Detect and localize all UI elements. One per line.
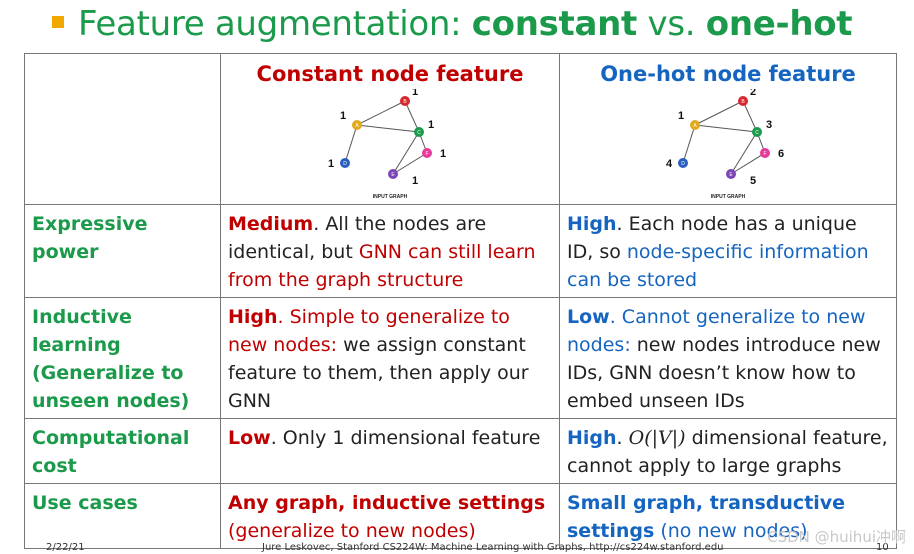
highlight-text: (no new nodes): [654, 520, 808, 542]
graph-node-c: [414, 127, 424, 137]
rating-text: Small graph, transductive settings: [567, 492, 846, 542]
graph-node-feature-label: 1: [412, 175, 418, 187]
body-text: . Each node has a unique ID, so: [567, 213, 857, 263]
graph-node-letter: C: [755, 130, 759, 136]
body-text: new nodes introduce new IDs, GNN doesn’t…: [567, 334, 881, 412]
graph-edges: [344, 100, 428, 175]
graph-node-letter: E: [729, 172, 733, 178]
graph-node-b: [400, 96, 410, 106]
graph-node-letter: F: [763, 151, 766, 157]
onehot-input-graph: A 1 B2C 3D 4E 5 F 6 INPUT GRAPH: [666, 89, 784, 200]
graph-node-letter: A: [693, 123, 697, 129]
graph-node-feature-label: 1: [678, 110, 684, 122]
graph-nodes: A 1 B2C 3D 4E 5 F 6: [666, 89, 784, 187]
graph-node-feature-label: 1: [412, 89, 418, 98]
row-label-computational-cost: Computational cost: [24, 418, 221, 484]
title-mid: vs.: [637, 4, 706, 44]
title-strong-onehot: one-hot: [705, 4, 853, 44]
footer-page-number: 10: [876, 542, 889, 553]
row-label-use-cases: Use cases: [24, 483, 221, 549]
body-text: dimensional feature, cannot apply to lar…: [567, 427, 888, 477]
onehot-computational-cell: High. O(|V|) dimensional feature, cannot…: [559, 418, 897, 484]
highlight-text: node-specific information can be stored: [567, 241, 869, 291]
graph-node-feature-label: 6: [778, 148, 784, 160]
rating-text: High: [228, 306, 278, 328]
graph-node-letter: C: [417, 130, 421, 136]
graph-node-feature-label: 1: [428, 119, 434, 131]
row-label-expressive-power: Expressive power: [24, 204, 221, 298]
graph-node-letter: F: [425, 151, 428, 157]
graph-node-feature-label: 5: [750, 175, 756, 187]
onehot-inductive-cell: Low. Cannot generalize to new nodes: new…: [559, 297, 897, 419]
graph-node-e: [388, 169, 398, 179]
onehot-usecases-cell: Small graph, transductive settings (no n…: [559, 483, 897, 549]
constant-expressive-cell: Medium. All the nodes are identical, but…: [220, 204, 560, 298]
graph-node-d: [340, 158, 350, 168]
row-computational-cost: Computational cost Low. Only 1 dimension…: [24, 418, 897, 484]
graph-node-a: [690, 120, 700, 130]
body-text: . Only 1 dimensional feature: [270, 427, 541, 449]
rating-text: High: [567, 213, 617, 235]
graph-node-b: [738, 96, 748, 106]
graph-node-letter: A: [355, 123, 359, 129]
highlight-text: . Cannot generalize to new nodes:: [567, 306, 866, 356]
title-strong-constant: constant: [471, 4, 638, 44]
graph-node-c: [752, 127, 762, 137]
body-text: we assign constant feature to them, then…: [228, 334, 529, 412]
graph-node-feature-label: 1: [440, 148, 446, 160]
watermark: CSDN @huihui冲啊: [767, 528, 906, 546]
footer-date: 2/22/21: [46, 542, 85, 553]
empty-corner-cell: [24, 53, 221, 205]
rating-text: Medium: [228, 213, 314, 235]
onehot-expressive-cell: High. Each node has a unique ID, so node…: [559, 204, 897, 298]
graph-node-letter: D: [343, 161, 347, 167]
graph-node-feature-label: 4: [666, 158, 673, 170]
bullet-icon: [52, 15, 64, 28]
graph-caption: INPUT GRAPH: [711, 194, 746, 200]
highlight-text: . Simple to generalize to new nodes:: [228, 306, 510, 356]
slide-title: Feature augmentation: constant vs. one-h…: [52, 4, 853, 44]
math-formula: O(|V|): [628, 427, 686, 449]
graph-edges: [682, 100, 766, 175]
graph-node-feature-label: 1: [328, 158, 334, 170]
body-text: .: [616, 427, 629, 449]
row-inductive-learning: Inductive learning (Generalize to unseen…: [24, 297, 897, 419]
graph-node-f: [422, 148, 432, 158]
constant-computational-cell: Low. Only 1 dimensional feature: [220, 418, 560, 484]
rating-text: High: [567, 427, 617, 449]
graph-node-a: [352, 120, 362, 130]
constant-inductive-cell: High. Simple to generalize to new nodes:…: [220, 297, 560, 419]
row-label-inductive-learning: Inductive learning (Generalize to unseen…: [24, 297, 221, 419]
highlight-text: (generalize to new nodes): [228, 520, 476, 542]
onehot-column-title: One-hot node feature: [600, 62, 856, 86]
graph-node-feature-label: 1: [340, 110, 346, 122]
graph-node-letter: B: [741, 99, 745, 105]
rating-text: Low: [228, 427, 271, 449]
highlight-text: GNN can still learn from the graph struc…: [228, 241, 536, 291]
graph-node-letter: D: [681, 161, 685, 167]
body-text: . All the nodes are identical, but: [228, 213, 487, 263]
row-use-cases: Use cases Any graph, inductive settings …: [24, 483, 897, 549]
graph-node-letter: E: [391, 172, 395, 178]
graph-caption: INPUT GRAPH: [373, 194, 408, 200]
constant-usecases-cell: Any graph, inductive settings (generaliz…: [220, 483, 560, 549]
graph-node-e: [726, 169, 736, 179]
title-prefix: Feature augmentation:: [78, 4, 472, 44]
graph-node-letter: B: [403, 99, 407, 105]
graph-node-d: [678, 158, 688, 168]
row-expressive-power: Expressive power Medium. All the nodes a…: [24, 204, 897, 298]
graph-node-feature-label: 2: [750, 89, 756, 98]
footer-credit: Jure Leskovec, Stanford CS224W: Machine …: [262, 542, 724, 553]
constant-column-title: Constant node feature: [256, 62, 524, 86]
graph-node-feature-label: 3: [766, 119, 772, 131]
rating-text: Any graph, inductive settings: [228, 492, 546, 514]
graph-node-f: [760, 148, 770, 158]
rating-text: Low: [567, 306, 610, 328]
